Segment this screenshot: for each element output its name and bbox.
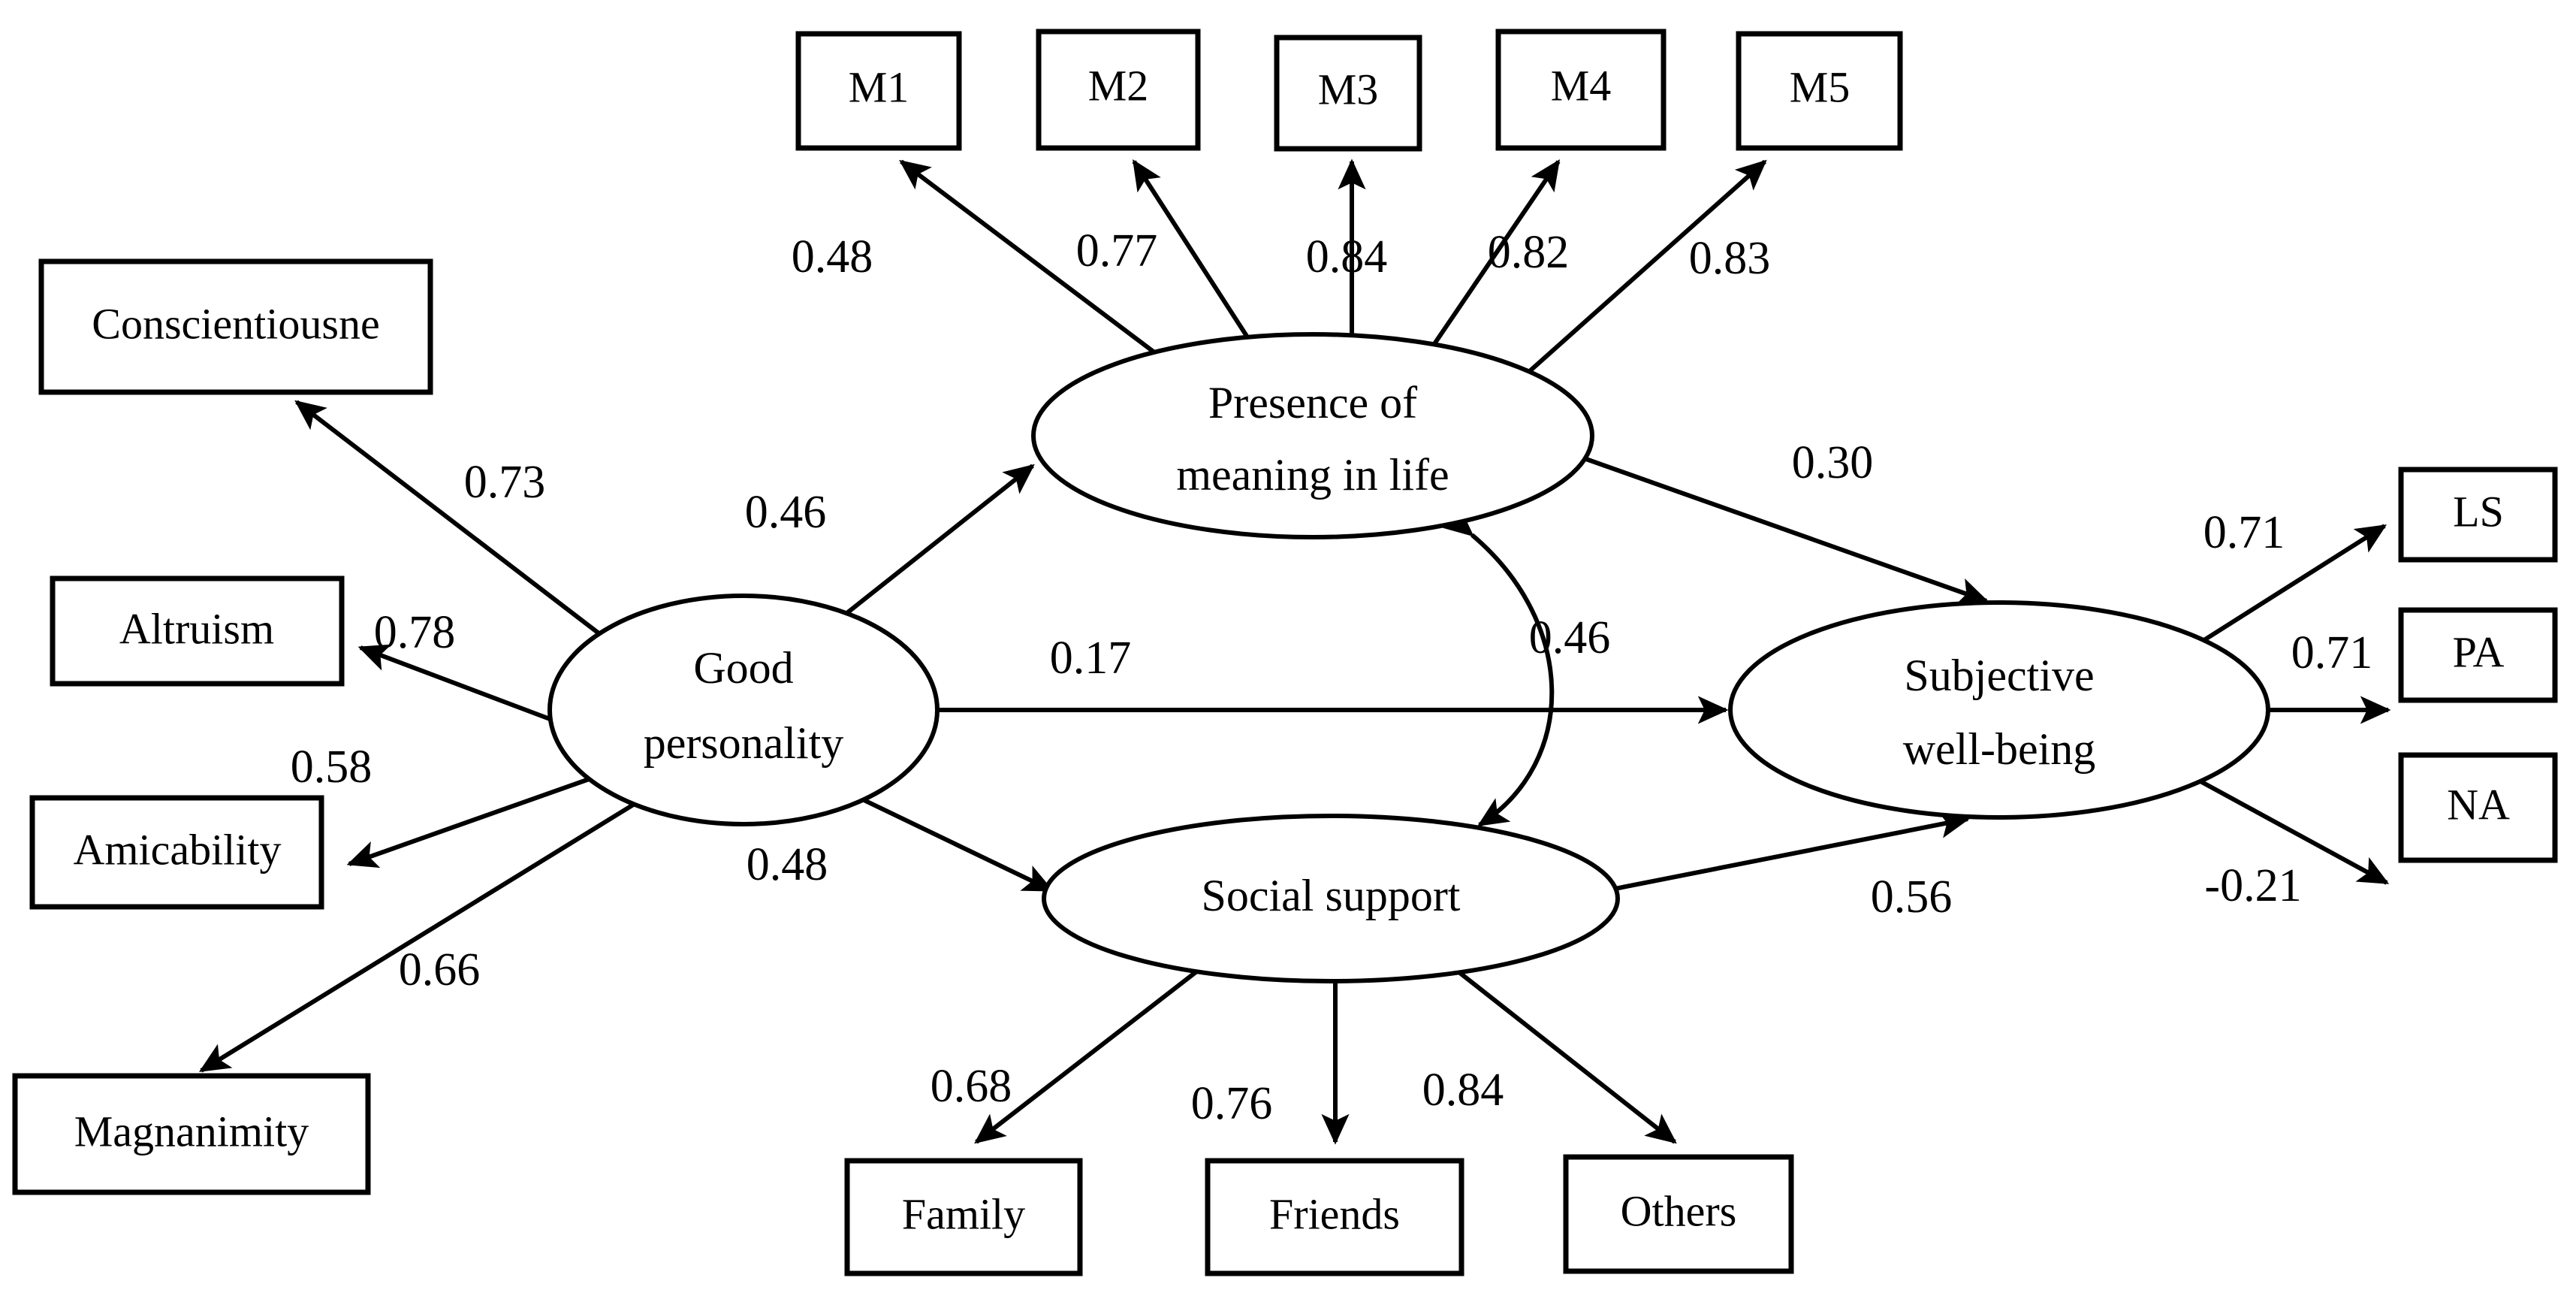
node-good-personality-label-line2: personality	[644, 718, 844, 768]
node-family[interactable]: Family	[844, 1158, 1083, 1276]
edge-pm-to-subjective-wellbeing	[1572, 452, 1989, 606]
node-m4-label: M4	[1551, 61, 1612, 110]
edge-gp-to-presence-meaning	[832, 464, 1035, 626]
node-m2[interactable]: M2	[1036, 29, 1201, 151]
node-pa[interactable]: PA	[2398, 607, 2558, 703]
edge-pm-to-m2	[1132, 159, 1253, 343]
node-subjective-wellbeing-ellipse	[1728, 600, 2270, 820]
edge-ss-to-subjective-wellbeing	[1606, 810, 1971, 893]
node-m5[interactable]: M5	[1736, 31, 1903, 151]
node-amicability-box	[29, 795, 324, 910]
coef-gp-to-ss: 0.48	[747, 839, 828, 890]
node-subjective-wellbeing-label-line2: well-being	[1903, 724, 2096, 774]
coef-pm-to-m3: 0.84	[1306, 231, 1388, 282]
node-ls[interactable]: LS	[2398, 467, 2558, 563]
coef-gp-to-swb: 0.17	[1050, 633, 1132, 684]
coef-gp-to-pm: 0.46	[745, 487, 827, 538]
node-others-label: Others	[1621, 1186, 1737, 1235]
node-conscientiousne-box	[38, 258, 433, 395]
node-others-box	[1563, 1154, 1794, 1274]
edge-pm-to-m5	[1523, 159, 1767, 378]
node-m3-label: M3	[1318, 65, 1379, 113]
node-friends-label: Friends	[1269, 1189, 1400, 1238]
node-social-support[interactable]: Social support	[1042, 814, 1620, 983]
node-na-box	[2398, 752, 2558, 863]
coef-gp-to-amicability: 0.58	[291, 742, 373, 793]
node-ls-label: LS	[2453, 487, 2504, 536]
node-m1[interactable]: M1	[795, 31, 962, 151]
node-social-support-label: Social support	[1202, 871, 1461, 920]
edge-gp-to-magnanimity	[198, 802, 636, 1073]
node-good-personality[interactable]: Good personality	[547, 594, 940, 826]
node-amicability-label: Amicability	[73, 825, 281, 874]
node-presence-meaning-ellipse	[1031, 332, 1594, 539]
node-m1-box	[795, 31, 962, 151]
node-conscientiousne[interactable]: Conscientiousne	[38, 258, 433, 395]
node-m5-label: M5	[1790, 62, 1851, 111]
edge-gp-to-amicability	[346, 775, 595, 868]
node-presence-meaning-label-line1: Presence of	[1208, 378, 1417, 427]
node-conscientiousne-label: Conscientiousne	[92, 299, 379, 348]
node-m3-box	[1274, 35, 1422, 152]
edge-swb-to-na	[2199, 779, 2390, 885]
node-magnanimity-label: Magnanimity	[74, 1107, 309, 1155]
node-pa-box	[2398, 607, 2558, 703]
node-m4-box	[1495, 29, 1667, 151]
node-others[interactable]: Others	[1563, 1154, 1794, 1274]
coef-ss-to-swb: 0.56	[1871, 871, 1953, 923]
coef-swb-to-ls: 0.71	[2203, 507, 2285, 558]
node-good-personality-label-line1: Good	[693, 643, 793, 693]
node-m1-label: M1	[849, 62, 909, 111]
coef-pm-to-m4: 0.82	[1488, 227, 1570, 278]
node-social-support-ellipse	[1042, 814, 1620, 983]
coef-ss-to-others: 0.84	[1422, 1065, 1504, 1116]
coef-pm-ss-corr: 0.46	[1529, 612, 1611, 663]
node-friends-box	[1205, 1158, 1464, 1276]
coef-gp-to-magnanimity: 0.66	[399, 944, 481, 995]
node-altruism-box	[50, 575, 345, 687]
coef-gp-to-altruism: 0.78	[374, 607, 456, 658]
node-na-label: NA	[2447, 780, 2510, 829]
node-altruism-label: Altruism	[119, 604, 274, 653]
node-magnanimity-box	[12, 1073, 371, 1195]
node-m3[interactable]: M3	[1274, 35, 1422, 152]
edge-gp-to-social-support	[855, 794, 1054, 893]
coef-swb-to-na: -0.21	[2204, 860, 2301, 911]
edge-pm-to-m1	[899, 159, 1162, 359]
node-m2-label: M2	[1088, 61, 1149, 110]
node-altruism[interactable]: Altruism	[50, 575, 345, 687]
edge-pm-to-m4	[1428, 159, 1561, 351]
edge-ss-to-others	[1452, 965, 1677, 1144]
node-good-personality-ellipse	[547, 594, 940, 826]
edge-swb-to-ls	[2199, 524, 2387, 645]
edge-gp-to-altruism	[357, 644, 557, 723]
node-pa-label: PA	[2453, 627, 2505, 676]
node-m4[interactable]: M4	[1495, 29, 1667, 151]
coef-pm-to-swb: 0.30	[1792, 437, 1874, 488]
coef-ss-to-friends: 0.76	[1191, 1078, 1273, 1129]
node-magnanimity[interactable]: Magnanimity	[12, 1073, 371, 1195]
edge-pm-ss-correlation	[1441, 506, 1555, 827]
node-friends[interactable]: Friends	[1205, 1158, 1464, 1276]
node-subjective-wellbeing-label-line1: Subjective	[1904, 651, 2094, 700]
coef-pm-to-m2: 0.77	[1076, 225, 1158, 276]
edge-ss-to-family	[974, 965, 1203, 1144]
node-subjective-wellbeing[interactable]: Subjective well-being	[1728, 600, 2270, 820]
node-m2-box	[1036, 29, 1201, 151]
node-family-label: Family	[902, 1189, 1025, 1238]
coef-pm-to-m1: 0.48	[792, 231, 873, 282]
node-m5-box	[1736, 31, 1903, 151]
coef-pm-to-m5: 0.83	[1689, 233, 1771, 284]
coef-ss-to-family: 0.68	[931, 1061, 1012, 1112]
node-presence-meaning-label-line2: meaning in life	[1176, 450, 1449, 500]
node-amicability[interactable]: Amicability	[29, 795, 324, 910]
node-ls-box	[2398, 467, 2558, 563]
node-presence-meaning[interactable]: Presence of meaning in life	[1031, 332, 1594, 539]
node-family-box	[844, 1158, 1083, 1276]
coef-swb-to-pa: 0.71	[2291, 627, 2373, 678]
node-na[interactable]: NA	[2398, 752, 2558, 863]
edge-gp-to-conscientiousne	[294, 400, 602, 637]
coef-gp-to-conscientiousne: 0.73	[464, 457, 546, 508]
